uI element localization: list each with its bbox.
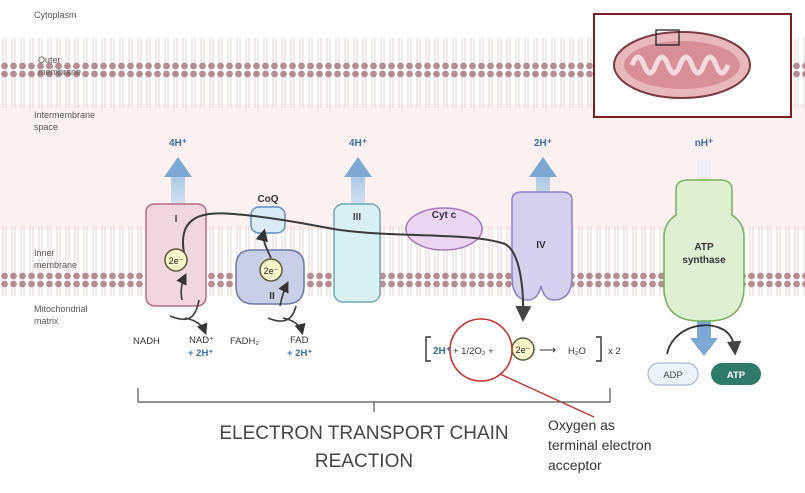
label-matrix-2: matrix xyxy=(34,316,59,326)
label-nad: NAD⁺ xyxy=(189,335,214,346)
cytochrome-c-label: Cyt c xyxy=(432,210,457,221)
nadh-electron-arrow xyxy=(176,273,187,301)
protons-complex3: 4H⁺ xyxy=(349,138,367,149)
reaction-oxygen: + 1/2O₂ + xyxy=(453,346,494,357)
complex-1-label: I xyxy=(175,214,178,225)
electron-complex2-label: 2e⁻ xyxy=(264,266,279,276)
diagram-title-line-1: ELECTRON TRANSPORT CHAIN xyxy=(219,423,508,444)
annotation-line xyxy=(499,373,595,418)
oxygen-highlight-circle xyxy=(449,318,513,382)
annotation-line-1: Oxygen as xyxy=(548,417,615,433)
fadh2-electron-arrow xyxy=(278,281,289,307)
electron-complex1-label: 2e⁻ xyxy=(169,256,184,266)
protons-complex4: 2H⁺ xyxy=(534,138,552,149)
label-inner-membrane-1: Inner xyxy=(34,248,55,258)
complex-3-label: III xyxy=(353,212,362,223)
label-outer-membrane-2: membrane xyxy=(38,67,81,77)
adp-label: ADP xyxy=(663,370,683,381)
reaction-arrow: ⟶ xyxy=(539,343,556,357)
complex-3: III xyxy=(333,203,381,303)
annotation-line-3: acceptor xyxy=(548,457,602,473)
electron-complex2: 2e⁻ xyxy=(259,258,283,282)
atp-pill: ATP xyxy=(711,363,761,385)
electron-arrow-coq xyxy=(255,228,272,259)
adp-atp-arrow xyxy=(666,324,742,356)
atp-label: ATP xyxy=(727,370,746,381)
electron-complex1: 2e⁻ xyxy=(164,248,188,272)
atp-synthase-label-1: ATP xyxy=(694,242,714,253)
complex-4: IV xyxy=(511,191,573,301)
electron-path xyxy=(181,212,532,322)
bracket-left xyxy=(425,336,431,362)
water-reaction: 2H⁺ + 1/2O₂ + 2e⁻ ⟶ H₂O x 2 xyxy=(425,336,621,362)
nad-arrow xyxy=(184,317,208,335)
label-fad-protons: + 2H⁺ xyxy=(287,348,312,359)
label-nad-protons: + 2H⁺ xyxy=(188,348,213,359)
fadh2-curve xyxy=(267,305,297,322)
label-intermembrane-1: Intermembrane xyxy=(34,110,95,120)
electron-complex4-label: 2e⁻ xyxy=(516,345,531,355)
label-inner-membrane-2: membrane xyxy=(34,260,77,270)
bottom-brace xyxy=(137,388,611,412)
cytochrome-c: Cyt c xyxy=(405,207,483,251)
intermembrane-space-bg xyxy=(0,104,805,230)
diagram-title-line-2: REACTION xyxy=(315,451,413,472)
adp-pill: ADP xyxy=(647,362,699,386)
atp-synthase-label-2: synthase xyxy=(682,255,726,266)
atp-synthase: ATP synthase xyxy=(663,179,745,322)
label-cytoplasm: Cytoplasm xyxy=(34,10,77,20)
reaction-multiplier: x 2 xyxy=(608,346,621,357)
complex-2-label: II xyxy=(269,291,275,302)
reaction-water: H₂O xyxy=(568,346,586,357)
coq-label: CoQ xyxy=(257,194,278,205)
complex-4-label: IV xyxy=(536,240,546,251)
annotation-line-2: terminal electron xyxy=(548,437,652,453)
label-outer-membrane-1: Outer xyxy=(38,55,61,65)
label-nadh: NADH xyxy=(133,336,160,347)
label-matrix-1: Mitochondrial xyxy=(34,304,88,314)
reaction-protons: 2H⁺ xyxy=(433,346,451,357)
fad-arrow xyxy=(282,317,306,336)
bracket-right xyxy=(596,336,602,362)
protons-atp-synthase: nH⁺ xyxy=(695,138,714,149)
protons-complex1: 4H⁺ xyxy=(169,138,187,149)
label-fad: FAD xyxy=(290,335,309,346)
label-intermembrane-2: space xyxy=(34,122,58,132)
label-fadh2: FADH₂ xyxy=(230,336,259,347)
mitochondrion-inset xyxy=(593,13,792,118)
